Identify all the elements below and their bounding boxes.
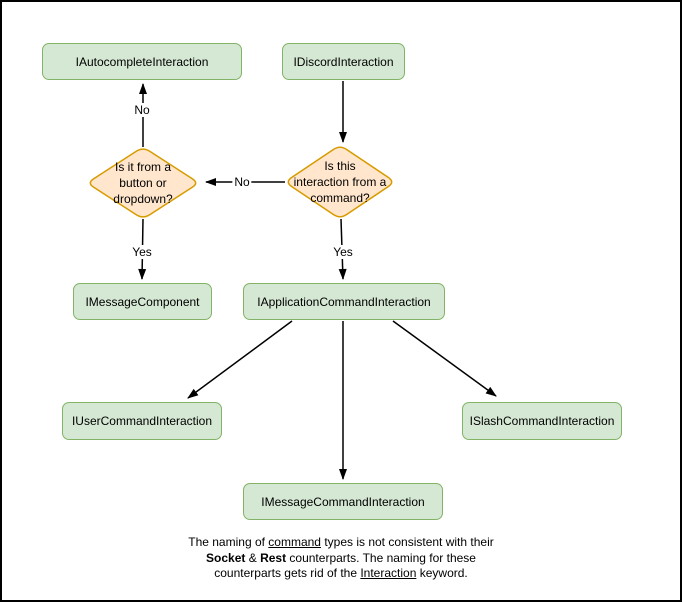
node-message-command-interaction: IMessageCommandInteraction [243,483,443,520]
node-message-component: IMessageComponent [73,283,212,320]
naming-note-line1: The naming of command types is not consi… [188,535,494,549]
decision-from-command-label: Is this interaction from a command? [293,159,387,205]
decision-button-dropdown-label: Is it from a button or dropdown? [113,160,173,206]
node-slash-command-interaction: ISlashCommandInteraction [462,402,622,440]
edge-label-yes-left: Yes [130,245,154,259]
naming-note: The naming of command types is not consi… [7,535,675,582]
node-label: IMessageComponent [85,294,200,309]
node-label: IMessageCommandInteraction [261,494,425,509]
edge-application-command-to-user-command [187,320,293,399]
naming-note-line3: counterparts gets rid of the Interaction… [214,566,468,580]
node-label: IAutocompleteInteraction [75,54,209,69]
node-discord-interaction: IDiscordInteraction [282,43,405,80]
node-label: ISlashCommandInteraction [469,414,615,428]
node-label: IApplicationCommandInteraction [257,294,431,309]
edge-label-yes-right: Yes [331,245,355,259]
node-user-command-interaction: IUserCommandInteraction [62,402,222,440]
node-label: IUserCommandInteraction [71,414,213,428]
naming-note-line2: Socket & Rest counterparts. The naming f… [206,550,476,565]
node-label: IDiscordInteraction [293,54,394,69]
edge-application-command-to-slash-command [392,320,497,397]
edge-label-no-up: No [132,103,152,117]
node-autocomplete-interaction: IAutocompleteInteraction [42,43,242,80]
edge-label-no-left: No [232,175,252,189]
node-application-command-interaction: IApplicationCommandInteraction [243,283,445,320]
decision-from-command-shape [287,146,393,218]
decision-button-dropdown-shape [89,148,197,218]
